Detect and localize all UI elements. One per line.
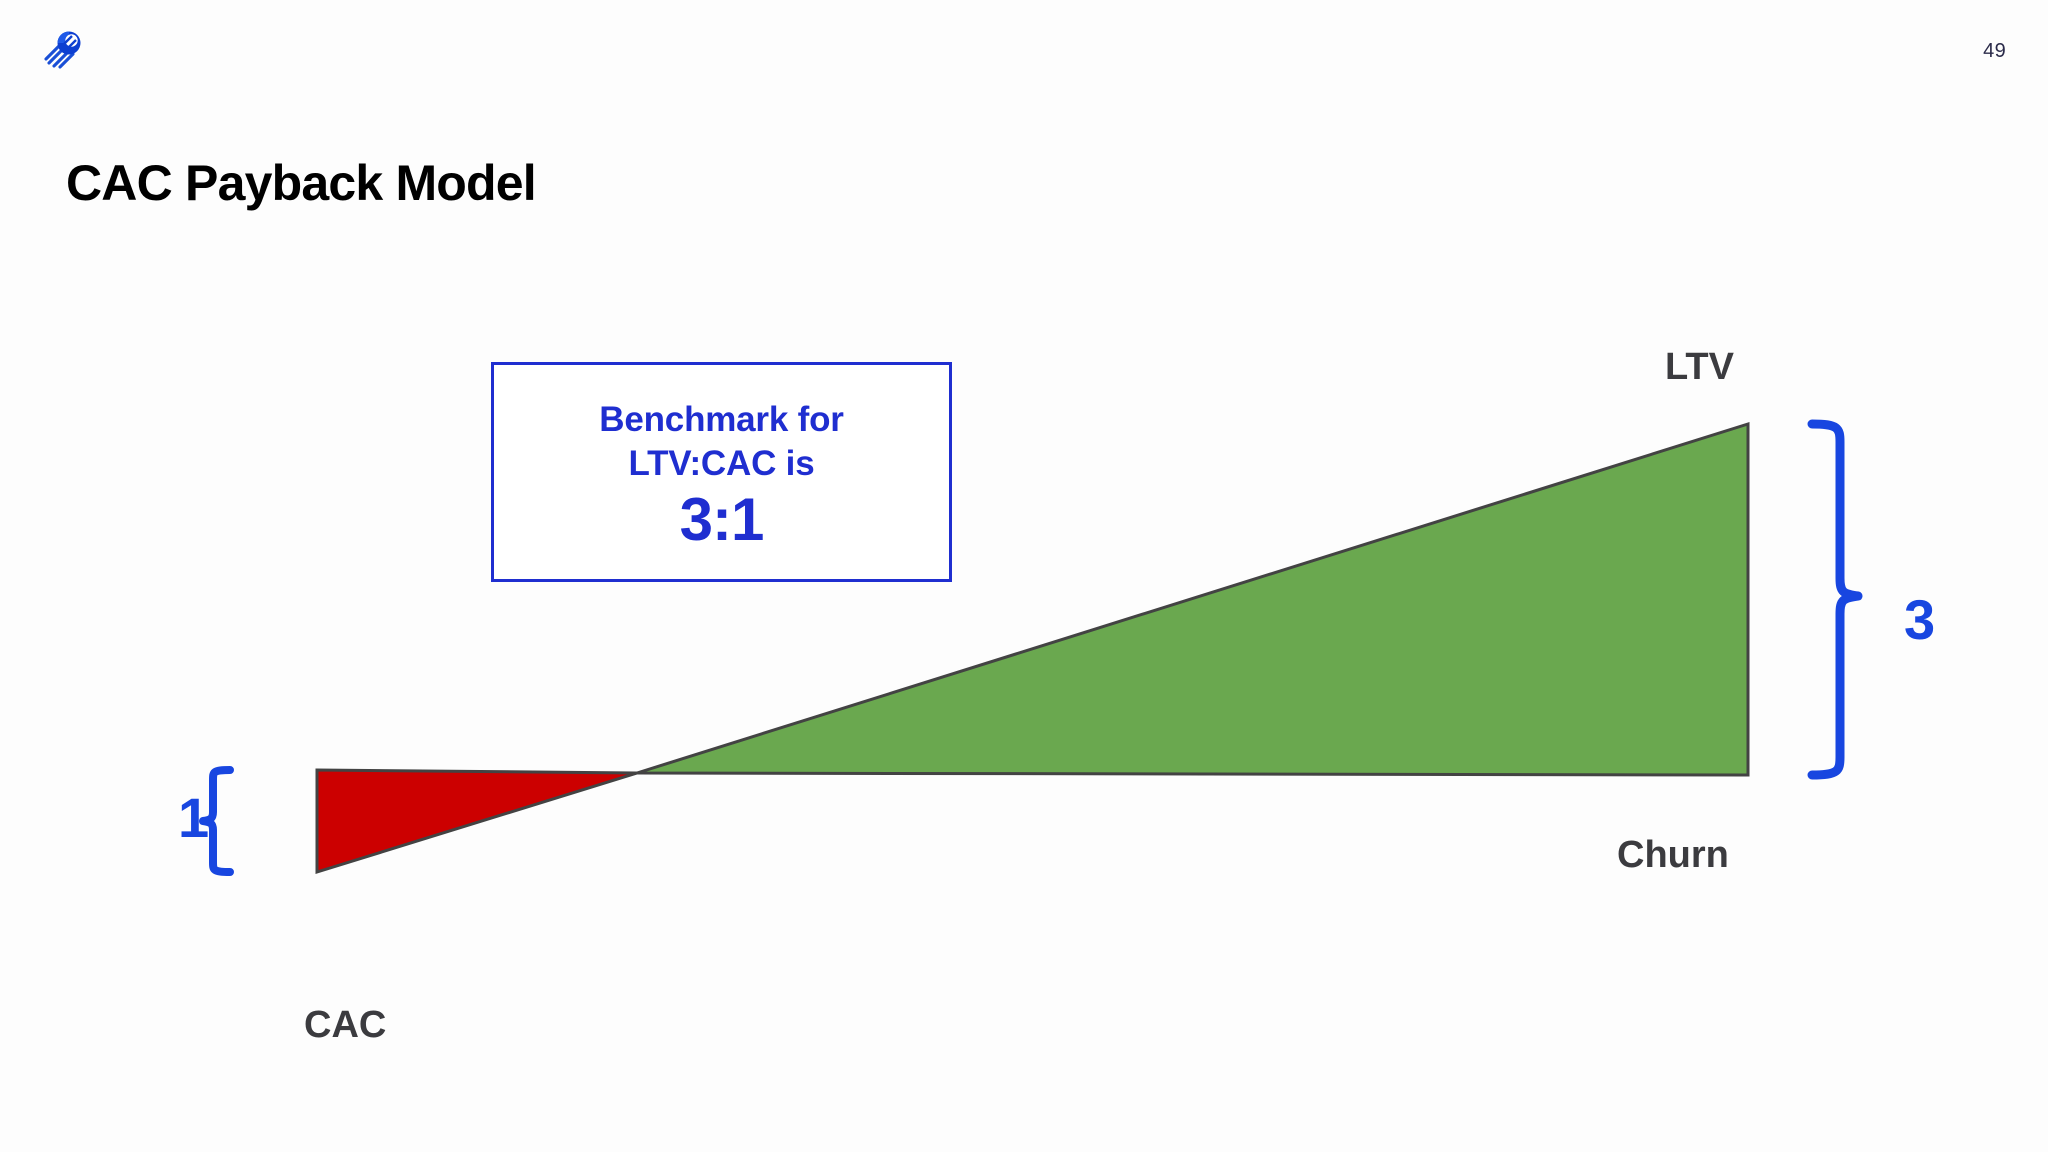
label-churn: Churn bbox=[1617, 834, 1729, 876]
brace-value-cac: 1 bbox=[178, 786, 210, 849]
cac-brace bbox=[199, 766, 234, 876]
benchmark-ratio: 3:1 bbox=[679, 485, 765, 553]
cac-wedge bbox=[315, 768, 638, 875]
benchmark-line-2: LTV:CAC is bbox=[628, 443, 815, 483]
page-title: CAC Payback Model bbox=[66, 154, 537, 211]
comet-logo-icon[interactable] bbox=[42, 26, 86, 70]
brace-value-ltv: 3 bbox=[1904, 588, 1936, 651]
ltv-brace bbox=[1807, 419, 1863, 780]
benchmark-line-1: Benchmark for bbox=[599, 399, 844, 439]
benchmark-callout: Benchmark for LTV:CAC is 3:1 bbox=[491, 362, 952, 582]
label-cac: CAC bbox=[304, 1004, 387, 1046]
label-ltv: LTV bbox=[1665, 346, 1734, 388]
ltv-wedge bbox=[636, 421, 1750, 777]
page-number: 49 bbox=[1983, 40, 2006, 62]
